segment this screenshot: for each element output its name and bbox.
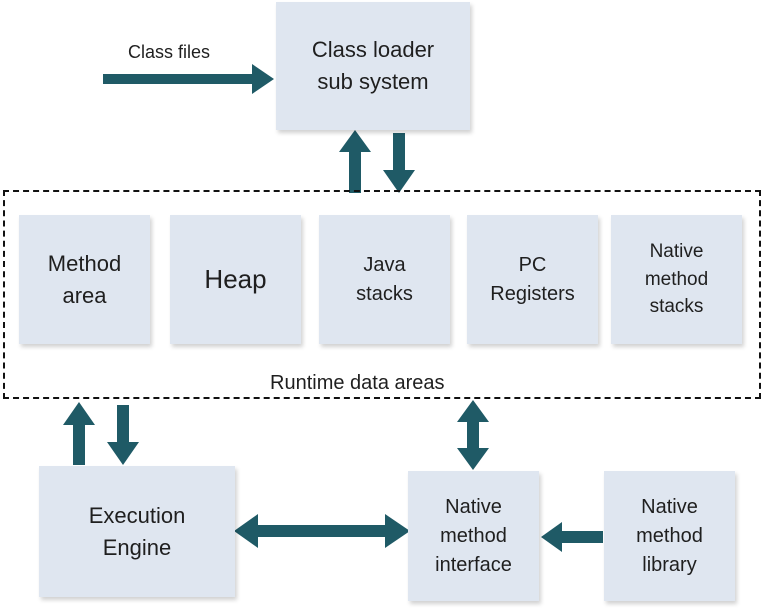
- native-method-library-box: Native method library: [604, 471, 735, 601]
- class-files-arrow: [103, 64, 274, 94]
- native-method-interface-box: Native method interface: [408, 471, 539, 601]
- pc-registers-box: PC Registers: [467, 215, 598, 344]
- library-to-interface-arrow: [541, 522, 603, 552]
- engine-to-runtime-arrow: [63, 402, 95, 465]
- pc-registers-label: PC Registers: [490, 253, 575, 305]
- method-area-label: Method area: [47, 250, 122, 308]
- native-method-interface-label: Native method interface: [435, 495, 512, 576]
- execution-engine-box: Execution Engine: [39, 466, 235, 597]
- java-stacks-box: Java stacks: [319, 215, 450, 344]
- loader-to-runtime-arrow: [383, 133, 415, 193]
- class-loader-label: Class loader sub system: [311, 37, 435, 94]
- method-area-box: Method area: [19, 215, 150, 344]
- class-files-label: Class files: [128, 42, 211, 62]
- execution-engine-label: Execution Engine: [88, 502, 186, 560]
- runtime-data-areas-container: [3, 190, 761, 399]
- runtime-data-areas-label: Runtime data areas: [270, 372, 445, 394]
- heap-label: Heap: [204, 263, 267, 294]
- runtime-to-loader-arrow: [339, 130, 371, 193]
- native-method-stacks-box: Native method stacks: [611, 215, 742, 344]
- native-method-stacks-label: Native method stacks: [644, 241, 709, 318]
- heap-box: Heap: [170, 215, 301, 344]
- java-stacks-label: Java stacks: [356, 253, 413, 305]
- class-loader-box: Class loader sub system: [276, 2, 470, 130]
- engine-native-interface-arrow: [234, 514, 410, 548]
- runtime-native-interface-arrow: [457, 400, 489, 470]
- runtime-to-engine-arrow: [107, 405, 139, 465]
- native-method-library-label: Native method library: [636, 495, 703, 576]
